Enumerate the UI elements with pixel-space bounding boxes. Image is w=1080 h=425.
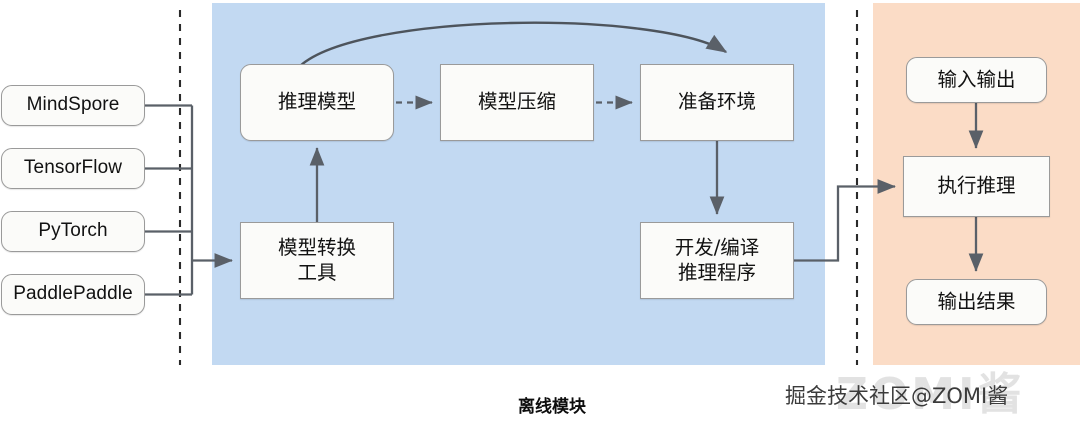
node-label: 执行推理	[937, 174, 1016, 198]
edge-frameworks-to-convert-tool	[145, 104, 233, 296]
node-label: 输入输出	[937, 67, 1016, 91]
framework-node-tensorflow[interactable]: TensorFlow	[1, 148, 145, 189]
framework-label: PyTorch	[38, 220, 108, 242]
node-label: 准备环境	[677, 90, 756, 114]
node-label-multiline: 开发/编译 推理程序	[675, 236, 760, 286]
node-label: 推理模型	[277, 90, 356, 114]
node-output-result[interactable]: 输出结果	[906, 279, 1047, 325]
node-label-line1: 开发/编译	[674, 235, 760, 259]
offline-module-panel	[212, 3, 825, 365]
watermark-large: ZOMI酱	[836, 369, 1025, 420]
framework-node-mindspore[interactable]: MindSpore	[1, 85, 145, 126]
node-execute-inference[interactable]: 执行推理	[903, 156, 1050, 217]
node-label: 输出结果	[937, 289, 1016, 313]
framework-label: MindSpore	[26, 94, 120, 116]
offline-module-caption: 离线模块	[518, 397, 586, 417]
node-model-compression[interactable]: 模型压缩	[440, 64, 594, 141]
edge-dev-compile-to-run-infer	[794, 179, 896, 262]
framework-label: PaddlePaddle	[13, 283, 133, 305]
edge-infer-model-to-prep-env-curve	[299, 21, 728, 67]
node-label-multiline: 模型转换 工具	[278, 236, 356, 286]
node-model-conversion-tool[interactable]: 模型转换 工具	[240, 222, 394, 299]
node-label-line1: 模型转换	[277, 235, 356, 259]
node-label-line2: 工具	[297, 260, 337, 284]
framework-node-paddlepaddle[interactable]: PaddlePaddle	[1, 274, 145, 315]
node-develop-compile-inference-program[interactable]: 开发/编译 推理程序	[640, 222, 794, 299]
node-label-line2: 推理程序	[677, 260, 756, 284]
node-inference-model[interactable]: 推理模型	[240, 64, 394, 141]
node-input-output[interactable]: 输入输出	[906, 57, 1047, 103]
framework-node-pytorch[interactable]: PyTorch	[1, 211, 145, 252]
framework-label: TensorFlow	[23, 157, 123, 179]
node-prepare-environment[interactable]: 准备环境	[640, 64, 794, 141]
watermark-attribution: 掘金技术社区@ZOMI酱	[785, 384, 1009, 408]
node-label: 模型压缩	[477, 90, 556, 114]
